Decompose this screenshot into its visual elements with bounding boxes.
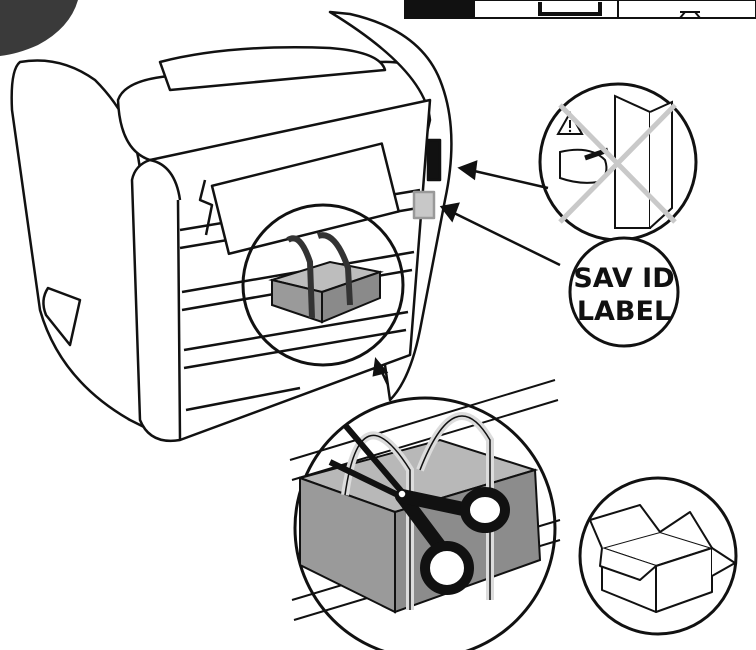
do-not-pull-circle bbox=[538, 82, 698, 242]
open-box-circle bbox=[578, 476, 738, 636]
sav-id-label-line1: SAV ID bbox=[573, 263, 674, 294]
cut-straps-circle bbox=[289, 379, 561, 650]
scissors-icon bbox=[328, 423, 510, 595]
armchair-back-view bbox=[10, 10, 453, 443]
open-cardboard-box-icon bbox=[589, 504, 736, 613]
pointer-arrows bbox=[372, 160, 561, 386]
box-zoom-circle bbox=[241, 203, 405, 367]
top-strip bbox=[404, 0, 756, 19]
sav-id-label-callout: SAV ID LABEL bbox=[568, 236, 680, 348]
sav-id-label-line2: LABEL bbox=[577, 296, 671, 327]
corner-shape bbox=[0, 0, 78, 56]
